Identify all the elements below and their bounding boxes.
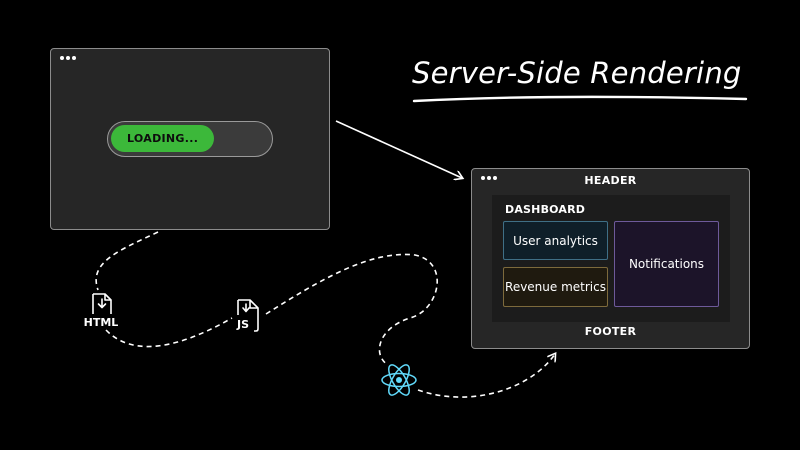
js-file-label: JS	[236, 318, 249, 331]
revenue-metrics-card: Revenue metrics	[503, 267, 608, 307]
dashed-path-js-to-react	[265, 253, 438, 366]
dashed-arrow-react-to-app	[417, 354, 555, 398]
loading-browser-window: LOADING...	[50, 48, 330, 230]
title-underline	[412, 95, 748, 103]
diagram-title: Server-Side Rendering	[412, 56, 742, 90]
loading-progress-fill	[111, 125, 214, 152]
user-analytics-card: User analytics	[503, 221, 608, 260]
html-file-label: HTML	[84, 316, 119, 329]
arrow-loader-to-app	[335, 120, 462, 178]
three-dots-icon	[60, 56, 76, 60]
dashed-path-html-to-js	[105, 317, 233, 348]
app-footer: FOOTER	[584, 325, 637, 338]
html-file-download-icon: HTML	[84, 293, 119, 329]
rendered-app-window: HEADER DASHBOARD User analytics Revenue …	[471, 168, 750, 349]
dashed-path-loader-to-html	[95, 231, 159, 291]
react-atom-icon	[381, 364, 417, 396]
app-header: HEADER	[584, 174, 637, 187]
dashboard-section: DASHBOARD User analytics Revenue metrics…	[492, 195, 730, 322]
loading-progress-bar: LOADING...	[107, 121, 273, 157]
js-file-download-icon: JS	[236, 299, 259, 332]
loading-label: LOADING...	[127, 132, 199, 145]
three-dots-icon	[481, 176, 497, 180]
dashboard-title: DASHBOARD	[505, 203, 586, 216]
notifications-card: Notifications	[614, 221, 719, 307]
